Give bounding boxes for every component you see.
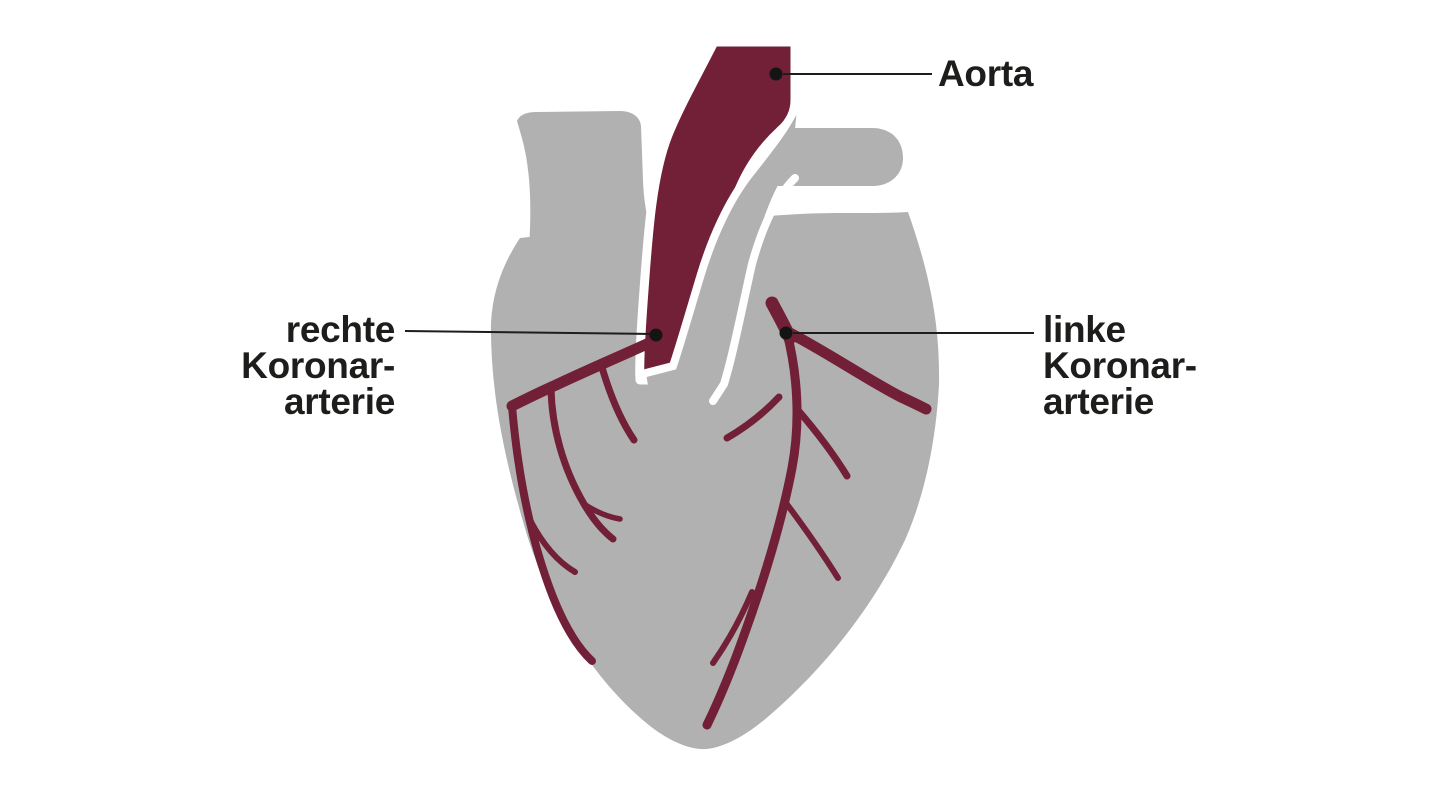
right-coronary-label-line1: rechte (285, 309, 396, 350)
diagonal-branch-right-1 (793, 405, 851, 480)
right-coronary-label-line2: Koronar- (241, 345, 395, 386)
right-coronary-twig-fork (581, 501, 623, 522)
left-coronary-label-line1: linke (1043, 309, 1126, 350)
left-coronary-label-line2: Koronar- (1043, 345, 1197, 386)
anterior-descending-branch (702, 328, 802, 730)
pulmonary-artery-branch-shape (777, 128, 903, 186)
superior-vena-cava-shape (517, 111, 661, 258)
diagonal-branch-left-1 (723, 393, 783, 442)
right-coronary-marker-dot (649, 328, 663, 342)
right-coronary-label-line3: arterie (283, 381, 395, 422)
trunk-left-outline (642, 100, 801, 377)
left-coronary-marker-dot (779, 326, 793, 340)
aorta-marker-dot (769, 67, 783, 81)
marker-dots (649, 67, 793, 342)
right-coronary-label: rechte Koronar- arterie (241, 309, 396, 422)
aorta-label: Aorta (938, 53, 1034, 94)
right-coronary-leader-line (404, 330, 653, 335)
right-coronary-twig-upper (597, 360, 638, 444)
circumflex-branch (780, 325, 932, 415)
pulmonary-trunk-shape (646, 106, 797, 456)
right-coronary-trunk (506, 332, 666, 412)
diagonal-branch-left-2 (710, 589, 755, 666)
right-coronary-branch (547, 385, 617, 543)
right-coronary-artery (506, 332, 666, 665)
trunk-right-outline (709, 174, 799, 405)
left-coronary-artery (702, 296, 932, 730)
left-coronary-label: linke Koronar- arterie (1043, 309, 1197, 422)
left-coronary-label-line3: arterie (1043, 381, 1155, 422)
leader-lines (404, 73, 1034, 335)
right-coronary-twig-lower (527, 517, 578, 575)
right-coronary-marginal (508, 402, 596, 665)
heart-body-shape (490, 212, 940, 750)
diagonal-branch-right-2 (783, 500, 841, 581)
